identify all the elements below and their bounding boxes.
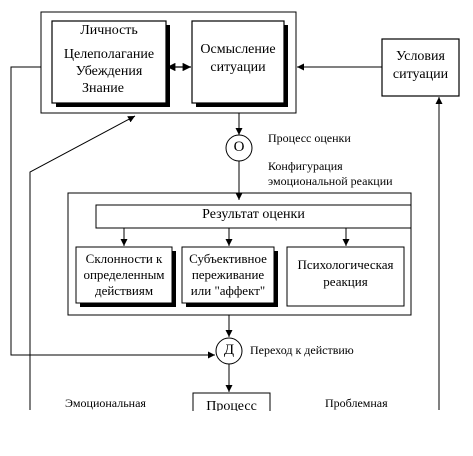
action-node-label: Д: [223, 342, 235, 358]
psychological-line-1: Психологическая: [297, 257, 394, 272]
conditions-box: [381, 38, 460, 97]
bottom-crop: [0, 411, 473, 456]
comprehension-line-1: Осмысление: [200, 42, 276, 57]
tendencies-box: [75, 246, 173, 304]
tendencies-line-3: действиям: [94, 283, 154, 298]
emotional-label: Эмоциональная: [65, 396, 146, 410]
emotional-feedback-line: [29, 115, 136, 410]
configuration-frame: [67, 192, 412, 316]
subjective-line-2: переживание: [191, 267, 265, 282]
evaluation-node-label: О: [233, 139, 245, 155]
personality-box: [51, 20, 167, 104]
personality-frame: [40, 11, 297, 114]
tendencies-line-2: определенным: [83, 267, 165, 282]
personality-line-2: Убеждения: [75, 64, 143, 79]
configuration-label-1: Конфигурация: [268, 159, 343, 173]
personality-title: Личность: [80, 23, 138, 38]
personality-line-3: Знание: [82, 81, 124, 96]
subjective-box: [181, 246, 275, 304]
result-label: Результат оценки: [202, 207, 305, 222]
psychological-line-2: реакция: [323, 274, 368, 289]
result-box: [95, 204, 412, 229]
personality-line-1: Целеполагание: [63, 47, 155, 62]
problem-label: Проблемная: [325, 396, 388, 410]
subjective-line-3: или "аффект": [190, 283, 266, 298]
evaluation-process-label: Процесс оценки: [268, 131, 351, 145]
psychological-box: [286, 246, 405, 307]
left-feedback-line: [10, 66, 215, 359]
subjective-line-1: Субъективное: [189, 251, 267, 266]
transition-label: Переход к действию: [250, 343, 354, 357]
comprehension-line-2: ситуации: [210, 60, 266, 75]
process-label: Процесс: [206, 399, 257, 414]
conditions-line-1: Условия: [396, 49, 445, 64]
comprehension-box: [191, 20, 285, 104]
conditions-line-2: ситуации: [392, 67, 449, 82]
configuration-label-2: эмоциональной реакции: [268, 174, 393, 188]
tendencies-line-1: Склонности к: [85, 251, 163, 266]
